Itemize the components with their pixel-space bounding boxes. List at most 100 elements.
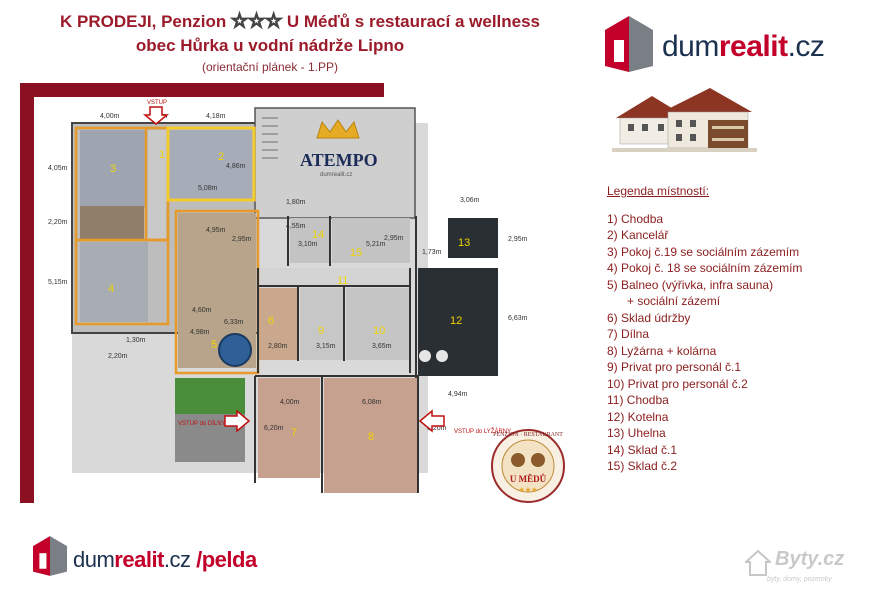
room-7-fill (258, 378, 320, 478)
room-label-4: 4 (108, 283, 114, 295)
dimension-label: 4,86m (226, 163, 246, 170)
outline-room-2 (166, 126, 256, 202)
room-label-10: 10 (373, 325, 385, 337)
room-2-fill (168, 130, 252, 200)
dimension-label: 4,98m (190, 329, 210, 336)
room-label-1: 1 (159, 149, 165, 161)
legend-item: 3) Pokoj č.19 se sociálním zázemím (607, 244, 800, 259)
dimension-label: 2,95m (508, 236, 528, 243)
dimension-label: 5,15m (48, 279, 68, 286)
frame-bar-top (20, 83, 384, 97)
star-icon: ☆ (248, 11, 266, 33)
room-11-fill (258, 268, 410, 286)
room-10-fill (346, 288, 410, 360)
page-title: K PRODEJI, Penzion ☆☆☆ U Méďů s restaura… (0, 10, 600, 33)
seal-ring-text: PENZION · RESTAURANT (493, 432, 563, 438)
room-4-fill (80, 242, 148, 322)
legend-item: 4) Pokoj č. 18 se sociálním zázemím (607, 261, 803, 275)
room-legend: Legenda místností: 1) Chodba 2) Kancelář… (607, 183, 867, 475)
dimension-label: 4,00m (100, 113, 120, 120)
brand-part3: .cz (163, 547, 191, 572)
dimension-label: 4,00m (280, 399, 300, 406)
room-label-5: 5 (211, 339, 217, 351)
dimension-label: 6,33m (224, 319, 244, 326)
page-subtitle: (orientační plánek - 1.PP) (201, 60, 339, 74)
legend-item: 5) Balneo (výřivka, infra sauna) (607, 277, 774, 292)
dimension-label: 2,20m (48, 219, 68, 226)
brand-part3: .cz (787, 30, 825, 63)
dimension-label: 6,20m (264, 425, 284, 432)
room-8-fill (324, 378, 418, 493)
legend-item: 13) Uhelna (607, 426, 666, 440)
seal-name: U MĚDŮ (510, 474, 547, 484)
atempo-name: ATEMPO (300, 150, 378, 170)
dimension-label: 2,95m (232, 236, 252, 243)
room-label-3: 3 (110, 163, 116, 175)
outline-room-4 (74, 238, 170, 326)
brand-part2: realit (718, 30, 788, 63)
dimension-label: 4,05m (48, 165, 68, 172)
seal-stars: ★★★ (519, 486, 538, 494)
dimension-label: 2,80m (268, 343, 288, 350)
dumrealit-logo[interactable]: dumrealit.cz (605, 16, 865, 76)
legend-item: 8) Lyžárna + kolárna (607, 343, 717, 358)
dimension-label: 4,95m (206, 227, 226, 234)
room-3-fill (80, 130, 145, 208)
whirlpool-icon (218, 333, 252, 367)
watermark-site: Byty.cz (775, 548, 845, 570)
star-icon: ☆ (265, 11, 283, 33)
room-9-fill (300, 288, 344, 360)
legend-item: 11) Chodba (607, 393, 669, 407)
grass-area (175, 378, 245, 414)
dimension-label: 1,80m (286, 199, 306, 206)
brand-suffix: /pelda (190, 547, 257, 572)
room-label-9: 9 (318, 325, 324, 337)
legend-item: 6) Sklad údržby (607, 310, 691, 325)
dimension-label: 2,95m (384, 235, 404, 242)
house-logo-icon (605, 16, 653, 72)
dimension-label: 6,08m (362, 399, 382, 406)
dimension-label: 5,08m (198, 185, 218, 192)
entrance-label-top: VSTUP (147, 100, 167, 106)
room-label-2: 2 (218, 151, 224, 163)
entrance-label-ski: VSTUP do LYŽÁRNY (454, 427, 511, 435)
room-label-14: 14 (312, 229, 324, 241)
atempo-site: dumrealit.cz (320, 172, 352, 178)
room-label-13: 13 (458, 237, 470, 249)
dimension-label: 4,55m (286, 223, 306, 230)
room-15-fill (332, 218, 410, 263)
room-label-8: 8 (368, 431, 374, 443)
room-4-bath-fill (80, 206, 144, 240)
dimension-label: 5,21m (366, 241, 386, 248)
room-13-fill (448, 218, 498, 258)
title-suffix: U Méďů s restaurací a wellness (286, 12, 541, 31)
room-6-fill (258, 288, 298, 360)
arrow-left-icon (418, 409, 445, 433)
dimension-label: 4,18m (206, 113, 226, 120)
floor-plan: 1 2 3 4 5 6 7 8 9 10 11 12 13 14 15 4,00… (20, 83, 565, 503)
room-label-6: 6 (268, 315, 274, 327)
dimension-label: 1,30m (126, 337, 146, 344)
watermark-tagline: byty, domy, pozemky (767, 576, 832, 583)
byty-watermark: Byty.cz byty, domy, pozemky (745, 548, 870, 592)
house-watermark-icon (745, 550, 771, 576)
page-title-line2: obec Hůrka u vodní nádrže Lipno (135, 36, 405, 55)
legend-item: 9) Privat pro personál č.1 (607, 360, 742, 374)
brand-part2: realit (114, 547, 164, 572)
title-prefix: K PRODEJI, Penzion (59, 12, 227, 31)
dimension-label: 3,06m (460, 197, 480, 204)
room-14-fill (290, 218, 330, 263)
dimension-label: 3,65m (372, 343, 392, 350)
room-label-11: 11 (337, 275, 348, 287)
room-label-7: 7 (291, 427, 297, 439)
room-12-fill (418, 268, 498, 376)
legend-item: 7) Dílna (607, 327, 650, 341)
atempo-logo: ATEMPO dumrealit.cz (300, 119, 378, 178)
legend-item: 15) Sklad č.2 (607, 459, 678, 473)
room-label-12: 12 (450, 315, 462, 327)
dumrealit-logo-bottom[interactable]: dumrealit.cz /pelda (33, 532, 313, 582)
restaurant-seal: PENZION · RESTAURANT U MĚDŮ ★★★ (491, 429, 565, 503)
frame-bar-left (20, 83, 34, 503)
star-icon: ☆ (230, 11, 249, 33)
legend-item: + sociální zázemí (627, 294, 721, 308)
